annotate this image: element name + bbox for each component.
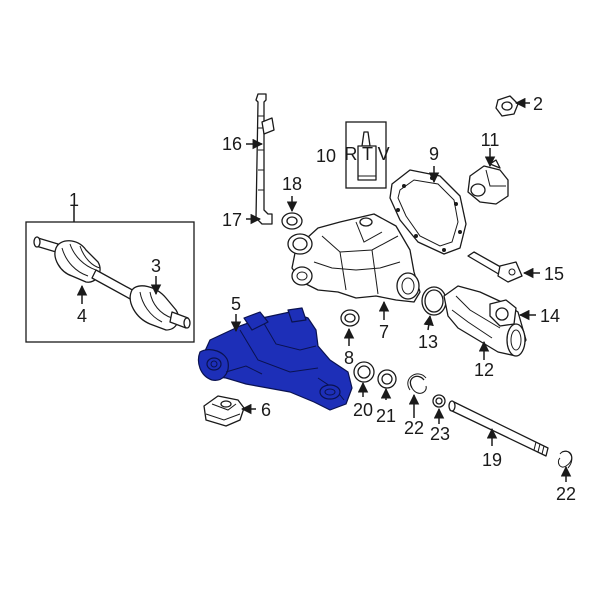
bearing-21[interactable] xyxy=(377,369,397,389)
o-ring-13[interactable] xyxy=(421,286,447,316)
rtv-sealant-box xyxy=(345,121,387,189)
callout-7: 7 xyxy=(379,322,389,342)
callout-11: 11 xyxy=(481,130,500,150)
axle-shaft-19[interactable] xyxy=(448,400,549,457)
callout-21: 21 xyxy=(376,406,396,426)
callout-20: 20 xyxy=(353,400,373,420)
callout-labels: 1 2 3 4 5 6 7 8 9 10 11 12 13 14 15 16 1… xyxy=(69,94,576,504)
callout-1: 1 xyxy=(69,190,79,210)
leader-13 xyxy=(423,314,434,331)
seal-18[interactable] xyxy=(281,212,303,230)
callout-22-lower: 22 xyxy=(556,484,576,504)
callout-19: 19 xyxy=(482,450,502,470)
callout-13: 13 xyxy=(418,332,438,352)
callout-8: 8 xyxy=(344,348,354,368)
snap-ring-22-lower[interactable] xyxy=(557,450,573,469)
callout-12: 12 xyxy=(474,360,494,380)
actuator-11[interactable] xyxy=(467,159,509,205)
bearing-20[interactable] xyxy=(353,361,375,383)
callout-14: 14 xyxy=(540,306,560,326)
rtv-tube-label: R T V xyxy=(344,144,389,164)
callout-2: 2 xyxy=(533,94,543,114)
differential-carrier-highlighted[interactable] xyxy=(197,307,353,411)
snap-ring-22-upper[interactable] xyxy=(407,373,427,394)
axle-shaft-group-box xyxy=(25,221,195,343)
callout-5: 5 xyxy=(231,294,241,314)
washer-23[interactable] xyxy=(432,394,446,408)
callout-22-upper: 22 xyxy=(404,418,424,438)
callout-15: 15 xyxy=(544,264,564,284)
rtv-sealant-tube[interactable]: R T V xyxy=(344,131,390,181)
bearing-8[interactable] xyxy=(340,309,360,327)
shift-rod[interactable] xyxy=(467,251,523,283)
bushing-2[interactable] xyxy=(495,95,519,117)
mount-bracket[interactable] xyxy=(203,395,245,427)
differential-housing[interactable] xyxy=(287,213,421,303)
axle-tube[interactable] xyxy=(443,285,527,357)
callout-18: 18 xyxy=(282,174,302,194)
callout-9: 9 xyxy=(429,144,439,164)
callout-23: 23 xyxy=(430,424,450,444)
callout-4: 4 xyxy=(77,306,87,326)
callout-17: 17 xyxy=(222,210,242,230)
cv-axle-shaft[interactable] xyxy=(33,236,191,331)
callout-6: 6 xyxy=(261,400,271,420)
vent-tube[interactable] xyxy=(255,93,275,225)
callout-16: 16 xyxy=(222,134,242,154)
callout-3: 3 xyxy=(151,256,161,276)
leader-lines xyxy=(73,97,572,482)
callout-10: 10 xyxy=(316,146,336,166)
